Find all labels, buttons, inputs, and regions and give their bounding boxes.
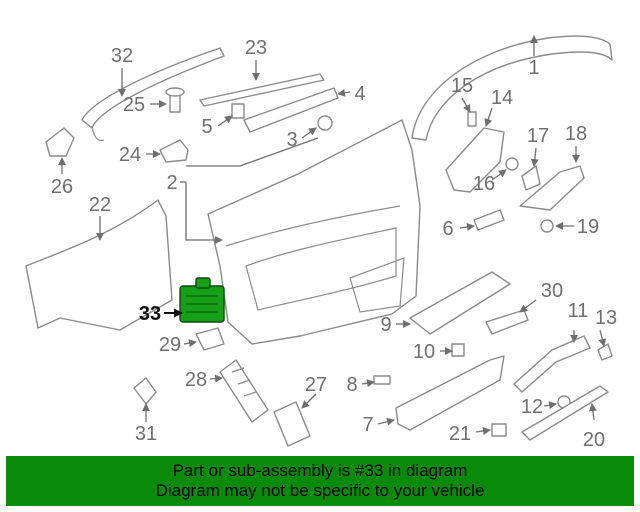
part-13-cap [597, 343, 613, 361]
part-5-clip [231, 103, 245, 119]
callout-16: 16 [473, 173, 495, 195]
part-14-handle-bracket [445, 127, 505, 193]
callout-12: 12 [521, 396, 543, 418]
part-4-trim [243, 87, 339, 133]
callout-7: 7 [362, 414, 373, 436]
part-28-switch-panel [219, 359, 269, 423]
callout-3: 3 [286, 129, 297, 151]
part-26-bracket [45, 127, 75, 157]
part-33-control-module[interactable] [179, 277, 225, 323]
info-banner: Part or sub-assembly is #33 in diagram D… [6, 456, 634, 506]
part-29-bracket [195, 327, 225, 351]
part-23-strip [199, 73, 325, 107]
callout-26: 26 [51, 176, 73, 198]
callout-18: 18 [565, 123, 587, 145]
part-2-door-panel [207, 119, 421, 345]
callout-25: 25 [123, 94, 145, 116]
callout-29: 29 [159, 334, 181, 356]
callout-6: 6 [442, 218, 453, 240]
part-30-bezel [485, 309, 529, 335]
callout-28: 28 [185, 369, 207, 391]
part-11-pull-handle [513, 335, 591, 393]
callout-33: 33 [139, 303, 161, 325]
part-6-bezel [473, 209, 505, 231]
callout-11: 11 [568, 300, 589, 322]
exploded-parts-diagram: 1 2 3 4 5 6 7 8 9 10 11 12 13 14 15 16 1… [25, 35, 617, 451]
part-9-armrest [409, 271, 511, 335]
callout-15: 15 [451, 75, 473, 97]
callout-14: 14 [491, 87, 513, 109]
part-31-clip [133, 377, 157, 405]
callout-23: 23 [245, 37, 267, 59]
callout-4: 4 [354, 83, 365, 105]
callout-22: 22 [89, 194, 111, 216]
banner-line-1: Part or sub-assembly is #33 in diagram [172, 461, 468, 480]
callout-21: 21 [449, 423, 471, 445]
part-20-strip [521, 385, 609, 441]
callout-24: 24 [119, 144, 141, 166]
callout-27: 27 [305, 374, 327, 396]
callout-20: 20 [583, 429, 605, 451]
part-27-switch [273, 401, 311, 447]
banner-line-2: Diagram may not be specific to your vehi… [155, 481, 485, 500]
callout-9: 9 [380, 314, 391, 336]
callout-2: 2 [166, 172, 177, 194]
part-16-bolt [505, 157, 519, 171]
part-24-sensor [159, 139, 189, 163]
part-10-clip [451, 343, 465, 357]
callout-32: 32 [111, 45, 133, 67]
callout-labels: 1 2 3 4 5 6 7 8 9 10 11 12 13 14 15 16 1… [51, 37, 617, 451]
callout-5: 5 [201, 116, 212, 138]
callout-8: 8 [346, 374, 357, 396]
part-17-pad [521, 165, 541, 191]
leader-lines [58, 35, 607, 435]
part-25-pin [165, 87, 185, 113]
callout-1: 1 [528, 57, 539, 79]
part-3-grommet [317, 115, 333, 131]
part-18-handle [519, 165, 585, 211]
callout-30: 30 [541, 280, 563, 302]
part-32-molding [81, 47, 225, 142]
callout-10: 10 [413, 341, 435, 363]
part-7-carrier [395, 355, 505, 431]
part-21-clip [491, 423, 507, 437]
callout-13: 13 [595, 307, 617, 329]
part-1-window-trim [411, 35, 613, 141]
part-15-bolt [467, 111, 477, 127]
part-22-shield [25, 199, 173, 331]
part-19-screw [540, 219, 554, 233]
part-8-bolt [373, 375, 391, 385]
callout-19: 19 [577, 216, 599, 238]
callout-17: 17 [527, 125, 549, 147]
callout-31: 31 [135, 423, 157, 445]
